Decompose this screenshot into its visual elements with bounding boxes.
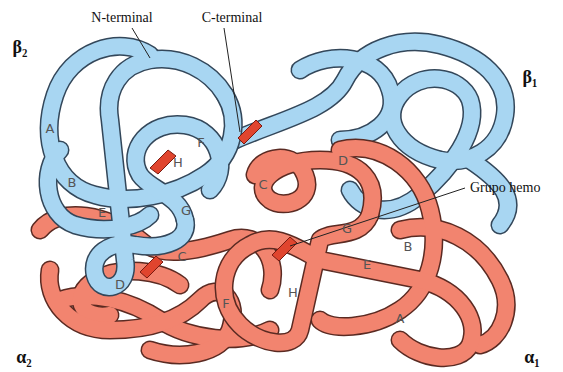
helix-letter: B — [68, 176, 77, 189]
terminal-label: N-terminal — [91, 11, 152, 25]
helix-letter: B — [404, 240, 413, 253]
helix-letter: G — [342, 222, 352, 235]
heme-groups — [140, 120, 297, 278]
beta2-chain — [48, 46, 233, 287]
helix-letter: C — [177, 250, 186, 263]
alpha1-chain — [224, 148, 506, 358]
helix-letter: E — [363, 258, 371, 271]
beta1-chain — [235, 42, 508, 225]
helix-letter: A — [46, 122, 55, 135]
heme-label: Grupo hemo — [470, 181, 540, 195]
helix-letter: H — [288, 286, 298, 299]
helix-letter: D — [338, 154, 348, 167]
helix-letter: H — [173, 156, 183, 169]
terminal-label: C-terminal — [202, 11, 263, 25]
helix-letter: F — [197, 136, 204, 149]
helix-letter: F — [222, 297, 229, 310]
subunit-label: β₂ — [13, 38, 28, 56]
helix-letter: E — [98, 206, 106, 219]
helix-letter: D — [115, 278, 125, 291]
helix-letter: A — [396, 312, 405, 325]
leader-lines — [132, 28, 465, 246]
helix-letter: C — [258, 178, 267, 191]
subunit-label: α₁ — [524, 348, 539, 366]
subunit-label: β₁ — [523, 68, 538, 86]
helix-letter: G — [181, 204, 191, 217]
subunit-label: α₂ — [16, 348, 31, 366]
